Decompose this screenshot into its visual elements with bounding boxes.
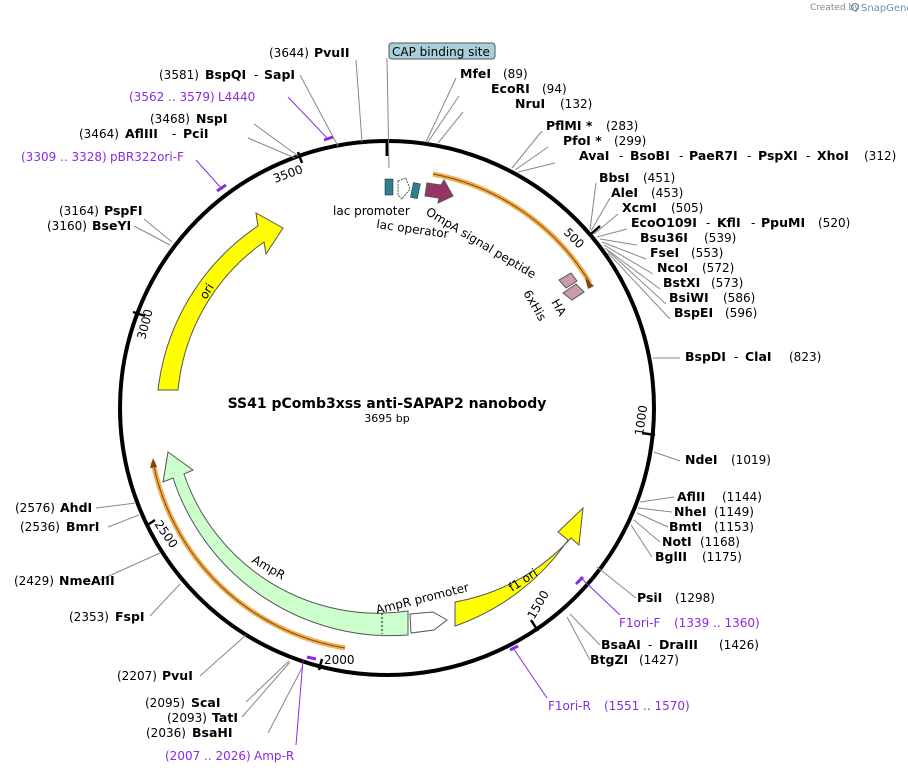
ompa-label: OmpA signal peptide — [423, 205, 538, 282]
site-nmeaiii: (2429)NmeAIII — [14, 573, 115, 588]
lac-promoter-label: lac promoter — [333, 204, 410, 218]
orange-track-ampr-core — [152, 461, 346, 649]
site-ecoo109i: EcoO109I-KflI-PpuMI(520) — [631, 215, 850, 230]
site-ndei: NdeI(1019) — [685, 452, 771, 467]
tick-1500 — [529, 619, 540, 632]
site-bspdi: BspDI-ClaI(823) — [685, 349, 821, 364]
tick-marks — [132, 151, 656, 671]
tick-3500 — [296, 151, 304, 164]
primer-leaders — [195, 96, 621, 746]
ampr-promoter-arrow — [409, 611, 448, 634]
credit-brand: SnapGene — [861, 3, 908, 14]
site-bseyi: (3160)BseYI — [47, 218, 131, 233]
site-alei: AleI(453) — [611, 185, 683, 200]
cap-binding-site-label: CAP binding site — [392, 45, 490, 59]
site-noti: NotI(1168) — [662, 534, 740, 549]
site-afliii: (3464)AflIII-PciI — [79, 126, 209, 141]
ompa-arrow — [424, 179, 454, 204]
primer-f1orir: F1ori-R(1551 .. 1570) — [548, 699, 690, 713]
lac-element-1 — [384, 178, 394, 196]
site-pspfi: (3164)PspFI — [59, 203, 143, 218]
site-psii: PsiI(1298) — [637, 590, 715, 605]
site-fsei: FseI(553) — [650, 245, 723, 260]
site-bsaai: BsaAI-DraIII(1426) — [601, 637, 759, 652]
site-ecori: EcoRI(94) — [491, 81, 567, 96]
tick-2500 — [145, 518, 156, 528]
tick-label-1000: 1000 — [632, 404, 650, 436]
primer-marks — [216, 135, 585, 661]
site-bspei: BspEI(596) — [674, 305, 757, 320]
site-nspi: (3468)NspI — [150, 111, 228, 126]
site-bspqi: (3581)BspQI-SapI — [159, 67, 295, 82]
leaders-left — [95, 59, 363, 734]
f1ori-label: f1 ori — [506, 566, 540, 595]
primer-ampr: (2007 .. 2026)Amp-R — [165, 749, 294, 763]
tick-1000 — [641, 431, 656, 437]
his-label: 6xHis — [520, 288, 549, 324]
plasmid-size: 3695 bp — [364, 412, 409, 425]
primer-f1orif: F1ori-F(1339 .. 1360) — [619, 616, 760, 630]
lac-promoter-arrow — [397, 177, 411, 200]
site-bsu36i: Bsu36I(539) — [640, 230, 736, 245]
lac-operator-box — [410, 182, 421, 199]
site-bmri: (2536)BmrI — [20, 519, 99, 534]
site-bmti: BmtI(1153) — [669, 519, 754, 534]
site-bstxi: BstXI(573) — [663, 275, 743, 290]
credit-prefix: Created by — [810, 3, 860, 13]
ha-label: HA — [548, 297, 569, 320]
tick-2000 — [317, 658, 324, 671]
orange-track-ampr-arrow — [150, 458, 157, 468]
site-xcmi: XcmI(505) — [622, 200, 703, 215]
tick-label-2000: 2000 — [324, 653, 355, 667]
site-tati: (2093)TatI — [167, 710, 238, 725]
site-avai: AvaI-BsoBI-PaeR7I-PspXI-XhoI(312) — [579, 148, 896, 163]
orange-track-ompa-arrow — [585, 278, 594, 289]
site-pvui: (2207)PvuI — [117, 668, 193, 683]
plasmid-name: SS41 pComb3xss anti-SAPAP2 nanobody — [228, 396, 547, 412]
ori-arrow — [157, 212, 284, 391]
site-ahdi: (2576)AhdI — [15, 500, 92, 515]
site-pfoi: PfoI *(299) — [563, 133, 646, 148]
site-pflmi: PflMI *(283) — [546, 118, 638, 133]
tick-500 — [590, 225, 601, 235]
f1ori-arrow — [454, 506, 584, 627]
site-nrui: NruI(132) — [515, 96, 592, 111]
tick-label-1500: 1500 — [524, 588, 551, 621]
orange-track-ompa-core — [432, 173, 591, 284]
site-bsiwi: BsiWI(586) — [669, 290, 755, 305]
site-btgzi: BtgZI(1427) — [590, 652, 679, 667]
snapgene-logo-icon — [850, 2, 860, 12]
site-nhei: NheI(1149) — [674, 504, 754, 519]
site-pvuii-top: (3644)PvuII — [269, 45, 350, 60]
site-ncoi: NcoI(572) — [657, 260, 734, 275]
site-bbsi: BbsI(451) — [599, 170, 675, 185]
cap-leader — [386, 57, 390, 169]
ha-tag-box — [562, 283, 585, 301]
cap-binding-site-box — [388, 42, 496, 60]
tick-3000 — [132, 310, 146, 318]
primer-l4440: (3562 .. 3579)L4440 — [129, 90, 255, 104]
site-scai: (2095)ScaI — [145, 695, 221, 710]
site-fspi: (2353)FspI — [69, 609, 145, 624]
ampr-arrow — [162, 451, 409, 637]
his-tag-box — [558, 272, 578, 289]
primer-pbr322: (3309 .. 3328)pBR322ori-F — [21, 150, 184, 164]
leaders-right — [425, 77, 681, 661]
site-bglii: BglII(1175) — [655, 549, 742, 564]
site-mfei: MfeI(89) — [460, 66, 528, 81]
site-aflii: AflII(1144) — [677, 489, 762, 504]
site-bsahi: (2036)BsaHI — [146, 725, 233, 740]
